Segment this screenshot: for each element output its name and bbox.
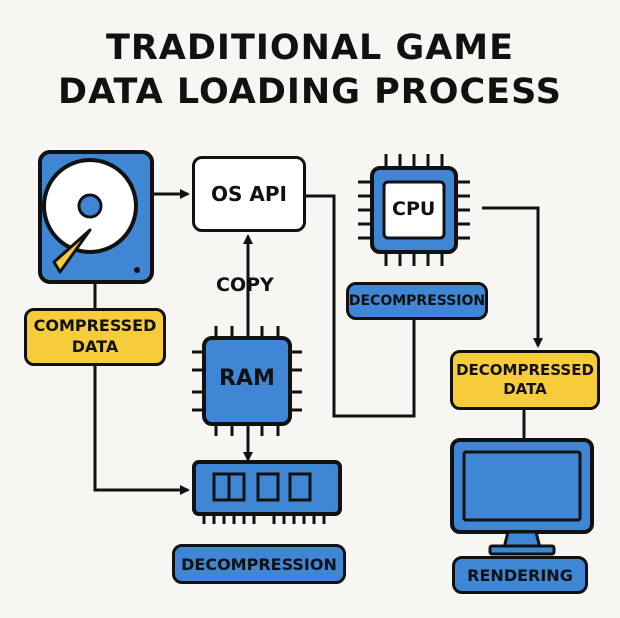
ram-chip-icon bbox=[192, 326, 302, 436]
diagram-title-line2: DATA LOADING PROCESS bbox=[58, 72, 562, 112]
arrow-compressed-to-module bbox=[93, 366, 190, 495]
rendering-box: RENDERING bbox=[452, 556, 588, 594]
hard-drive-icon bbox=[38, 150, 154, 284]
cpu-decompression-box: DECOMPRESSION bbox=[346, 282, 488, 320]
decompressed-data-box: DECOMPRESSED DATA bbox=[450, 350, 600, 410]
compressed-data-box: COMPRESSED DATA bbox=[24, 308, 166, 366]
diagram-title-line1: TRADITIONAL GAME bbox=[105, 28, 515, 68]
monitor-icon bbox=[450, 438, 594, 556]
arrow-cpu-to-decompressed bbox=[482, 206, 543, 348]
ram-label: RAM bbox=[219, 366, 275, 391]
memory-module-icon bbox=[192, 460, 342, 524]
line-osapi-to-cpu bbox=[306, 194, 416, 418]
os-api-box: OS API bbox=[192, 156, 306, 232]
cpu-label: CPU bbox=[392, 198, 436, 220]
gpu-decompression-box: DECOMPRESSION bbox=[172, 544, 346, 584]
cpu-chip-icon bbox=[358, 154, 470, 266]
copy-label: COPY bbox=[216, 274, 274, 296]
